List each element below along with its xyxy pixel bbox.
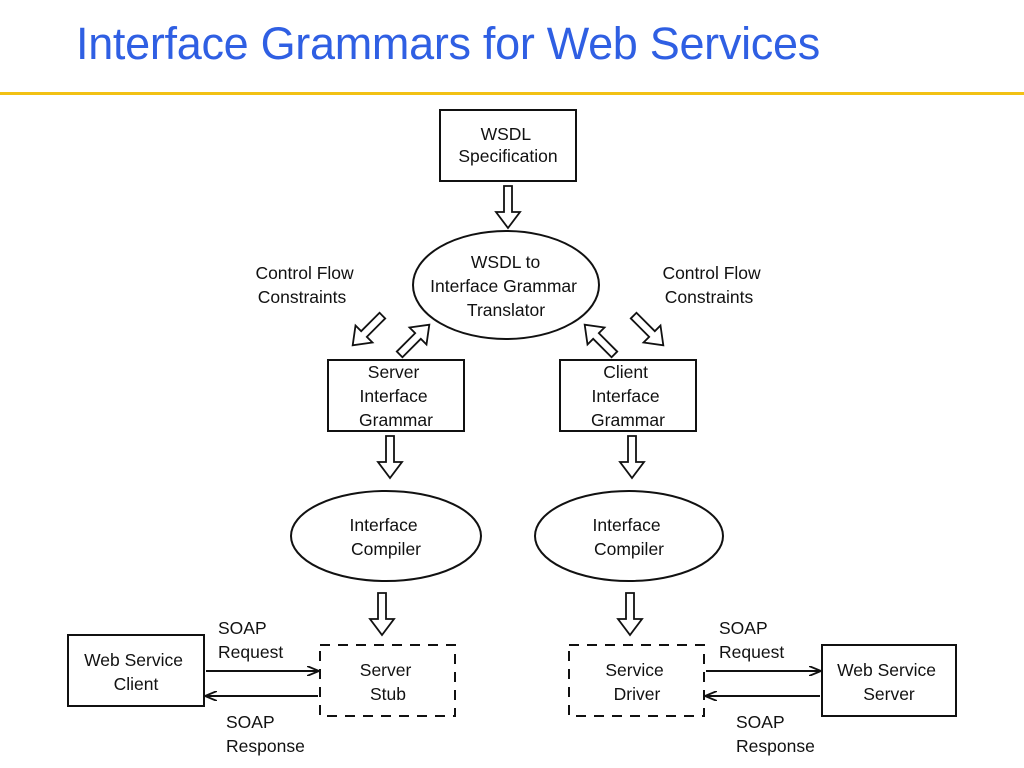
translator-line-3: Translator (467, 300, 545, 320)
service-driver-node: Service Driver (568, 644, 705, 717)
svg-text:Web Service Client: Web Service Client (84, 650, 188, 694)
interface-compiler-right-node: Interface Compiler (534, 490, 724, 582)
hollow-arrow-cf-right-to-client (629, 311, 665, 347)
hollow-arrow-translator-to-client (583, 323, 619, 359)
hollow-arrow-spec-to-translator (494, 185, 522, 230)
hollow-arrow-client-grammar-to-compiler (618, 435, 646, 480)
svg-text:Service Driver: Service Driver (605, 660, 668, 704)
title-rule (0, 92, 1024, 95)
wsdl-spec-line-1: WSDL (481, 124, 532, 144)
svg-text:WSDL Specification: WSDL Specification (458, 124, 557, 166)
wsdl-specification-node: WSDL Specification (439, 109, 577, 182)
hollow-arrow-compiler-to-driver (616, 592, 644, 637)
slide-title: Interface Grammars for Web Services (76, 18, 820, 69)
web-service-server-node: Web Service Server (821, 644, 957, 717)
server-stub-node: Server Stub (319, 644, 456, 717)
server-interface-grammar-node: Server Interface Grammar (327, 359, 465, 432)
soap-request-right-label: SOAP Request (719, 618, 784, 662)
svg-text:WSDL to Interface Gramma: WSDL to Interface Grammar Translator (430, 252, 582, 320)
interface-compiler-left-node: Interface Compiler (290, 490, 482, 582)
soap-response-right-label: SOAP Response (736, 712, 815, 756)
svg-text:Server Interface G: Server Interface Grammar (359, 362, 433, 430)
svg-text:Server Stub: Server Stub (360, 660, 416, 704)
svg-text:Client Interface G: Client Interface Grammar (591, 362, 665, 430)
wsdl-spec-line-2: Specification (458, 146, 557, 166)
control-flow-right-label: Control Flow Constraints (662, 263, 765, 307)
hollow-arrow-cf-left-to-server (351, 311, 387, 347)
translator-node: WSDL to Interface Grammar Translator (412, 230, 600, 340)
svg-text:Interface Compiler: Interface Compiler (350, 515, 423, 559)
translator-line-1: WSDL to (471, 252, 540, 272)
control-flow-left-label: Control Flow Constraints (255, 263, 358, 307)
soap-request-left-label: SOAP Request (218, 618, 283, 662)
soap-response-left-label: SOAP Response (226, 712, 305, 756)
translator-line-2: Interface Grammar (430, 276, 577, 296)
svg-text:Interface Compiler: Interface Compiler (593, 515, 666, 559)
hollow-arrow-translator-to-server (395, 323, 431, 359)
hollow-arrow-compiler-to-stub (368, 592, 396, 637)
web-service-client-node: Web Service Client (67, 634, 205, 707)
client-interface-grammar-node: Client Interface Grammar (559, 359, 697, 432)
hollow-arrow-server-grammar-to-compiler (376, 435, 404, 480)
svg-text:Web Service Server: Web Service Server (837, 660, 941, 704)
